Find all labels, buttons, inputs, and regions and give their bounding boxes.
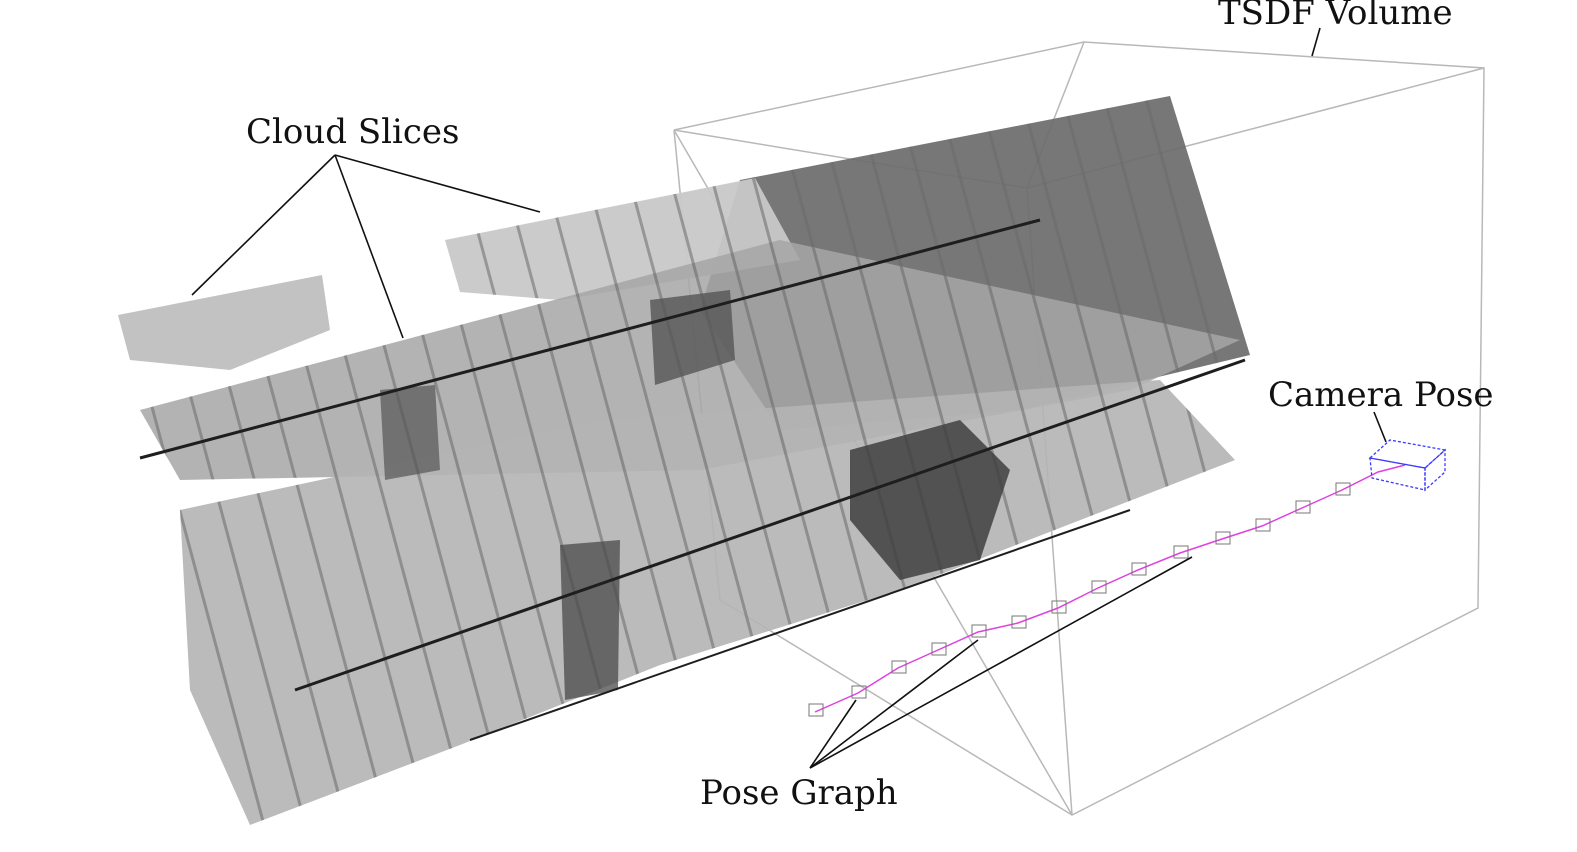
camera-pose-frustum <box>1370 440 1445 490</box>
cloud-slices-label: Cloud Slices <box>246 115 459 149</box>
cloud-object-panel-2 <box>380 385 440 480</box>
camera-pose-label: Camera Pose <box>1268 378 1494 412</box>
leader-pose-1 <box>810 700 856 768</box>
leader-cloud-3 <box>335 155 540 212</box>
pose-graph-label: Pose Graph <box>700 776 898 810</box>
cloud-slice-left <box>118 275 330 370</box>
cloud-object-panel <box>560 540 620 700</box>
leader-pose-2 <box>810 640 978 768</box>
leader-camera <box>1374 412 1386 442</box>
tsdf-volume-label: TSDF Volume <box>1218 0 1453 30</box>
leader-cloud-2 <box>335 155 403 338</box>
cloud-slices <box>118 96 1250 825</box>
leader-cloud-1 <box>192 155 335 295</box>
